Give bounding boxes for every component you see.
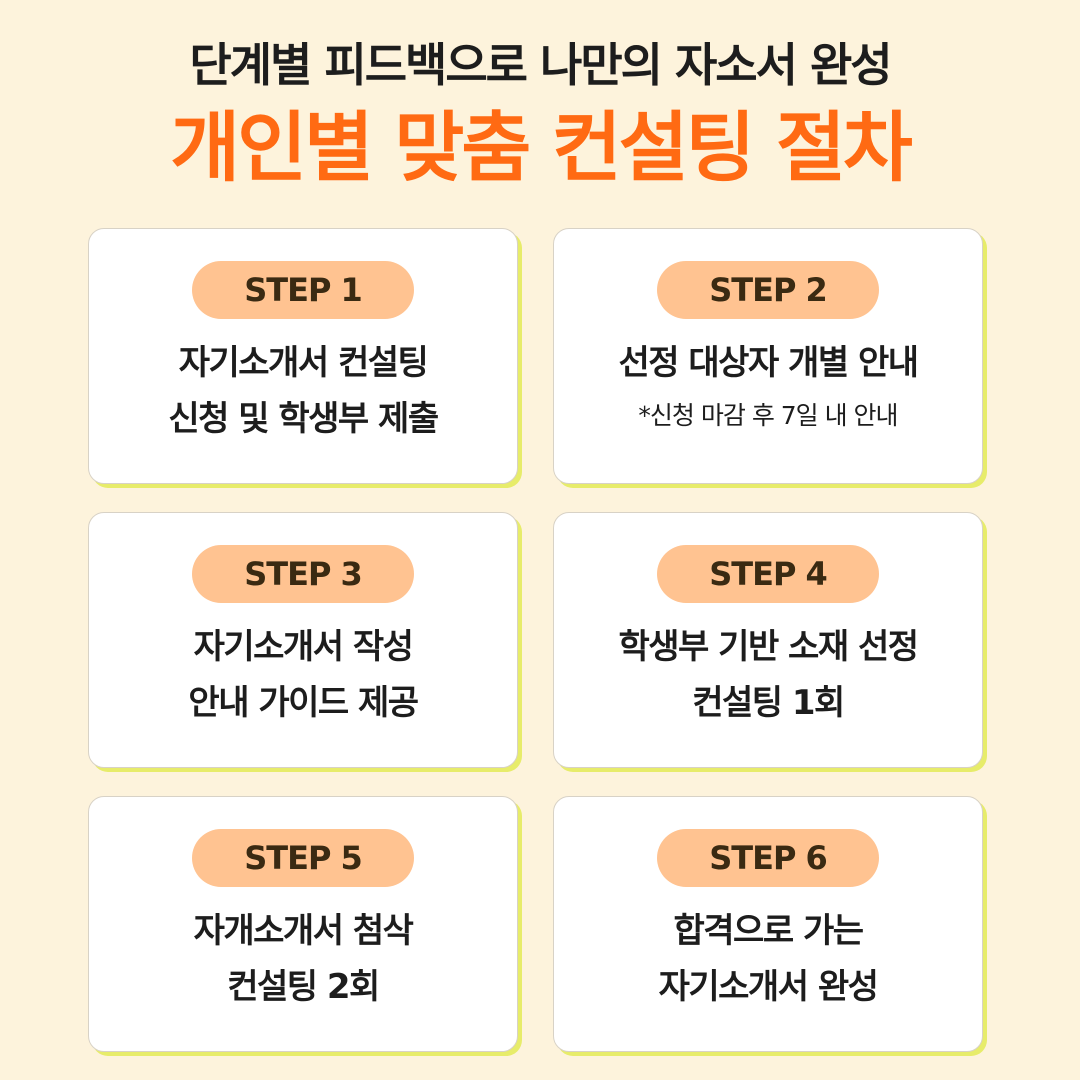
step-text-line1: 합격으로 가는: [673, 911, 864, 951]
step-badge: STEP 1: [192, 261, 414, 319]
step-text-line2: 신청 및 학생부 제출: [168, 399, 439, 439]
step-text-line2: 안내 가이드 제공: [188, 683, 419, 723]
step-text-line1: 자기소개서 작성: [193, 627, 414, 667]
step-badge: STEP 3: [192, 545, 414, 603]
step-badge: STEP 6: [657, 829, 879, 887]
step-note: *신청 마감 후 7일 내 안내: [638, 401, 898, 430]
step-text-line1: 자기소개서 컨설팅: [178, 343, 429, 383]
step-text-line2: 자기소개서 완성: [658, 967, 879, 1007]
step-text-line2: 컨설팅 1회: [692, 683, 845, 723]
step-card-5: STEP 5 자개소개서 첨삭 컨설팅 2회: [88, 796, 518, 1052]
step-card-1: STEP 1 자기소개서 컨설팅 신청 및 학생부 제출: [88, 228, 518, 484]
step-text-line1: 자개소개서 첨삭: [193, 911, 414, 951]
step-card-2: STEP 2 선정 대상자 개별 안내 *신청 마감 후 7일 내 안내: [553, 228, 983, 484]
step-text-line1: 학생부 기반 소재 선정: [618, 627, 919, 667]
step-text-line2: 컨설팅 2회: [227, 967, 380, 1007]
step-badge: STEP 2: [657, 261, 879, 319]
step-card-4: STEP 4 학생부 기반 소재 선정 컨설팅 1회: [553, 512, 983, 768]
page-subtitle: 단계별 피드백으로 나만의 자소서 완성: [189, 38, 892, 92]
step-text-line1: 선정 대상자 개별 안내: [618, 343, 919, 383]
step-card-6: STEP 6 합격으로 가는 자기소개서 완성: [553, 796, 983, 1052]
step-card-3: STEP 3 자기소개서 작성 안내 가이드 제공: [88, 512, 518, 768]
step-badge: STEP 5: [192, 829, 414, 887]
page-title: 개인별 맞춤 컨설팅 절차: [170, 103, 913, 192]
step-badge: STEP 4: [657, 545, 879, 603]
